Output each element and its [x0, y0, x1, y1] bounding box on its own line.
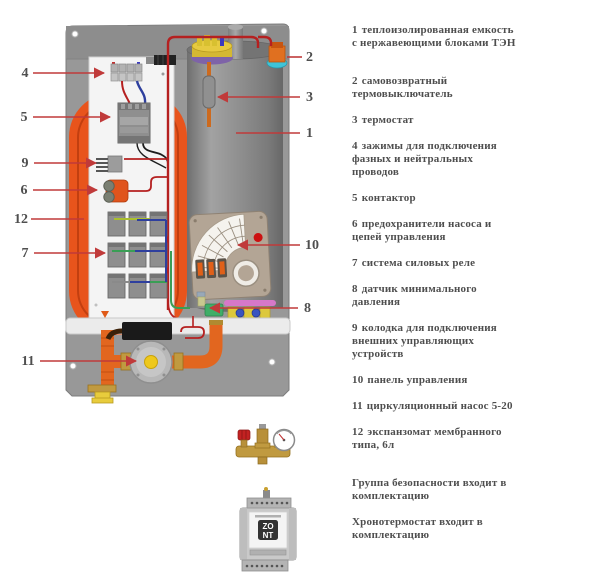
relay-grid	[107, 211, 190, 309]
legend-item-text: теплоизолированная емкость с нержавеющим…	[352, 24, 516, 49]
callout-number-3: 3	[306, 90, 313, 105]
legend-item-number: 1	[352, 24, 358, 36]
callout-number-1: 1	[306, 126, 313, 141]
fuse-holders	[103, 179, 129, 203]
callout-lines	[31, 56, 302, 367]
legend-item-number: 8	[352, 283, 358, 295]
legend-item-text: датчик минимального давления	[352, 283, 477, 308]
pump-motor	[105, 316, 205, 341]
legend-item-number: 9	[352, 322, 358, 334]
legend-item-number: 4	[352, 140, 358, 152]
pump-assembly	[87, 316, 223, 404]
rocker-switches[interactable]	[195, 258, 228, 279]
thermostat	[202, 62, 216, 127]
zont-logo: ZO NT	[258, 520, 278, 540]
callout-numbers: 4 5 9 6 12 7 11 2 3 1 10 8	[14, 50, 319, 369]
legend-note-safety-group: Группа безопасности входит в комплектаци…	[352, 477, 507, 502]
callout-number-4: 4	[22, 66, 29, 81]
legend-item-text: предохранители насоса и цепей управления	[352, 218, 492, 243]
min-pressure-sensor	[196, 291, 206, 307]
mounting-hole	[268, 358, 276, 366]
pressure-gauge	[272, 428, 296, 452]
mounting-hole	[71, 30, 79, 38]
legend-item-number: 3	[352, 114, 358, 126]
callout-number-7: 7	[22, 246, 29, 261]
legend-item-text: термостат	[361, 114, 414, 126]
mounting-hole	[260, 27, 268, 35]
legend-item-text: контактор	[361, 192, 416, 204]
callout-number-11: 11	[21, 354, 34, 369]
thermal-switch	[266, 42, 288, 69]
legend-item-text: колодка для подключения внешних управляю…	[352, 322, 497, 360]
boiler-diagram: 4 5 9 6 12 7 11 2 3 1 10 8	[14, 23, 319, 572]
chronothermostat-image: ZO NT	[239, 487, 297, 572]
legend-note-chronothermostat: Хронотермостат входит в комплектацию	[352, 516, 483, 541]
safety-group-image	[235, 424, 296, 465]
terminal-clamps	[110, 62, 143, 82]
legend-item-number: 2	[352, 75, 358, 87]
callout-number-2: 2	[306, 50, 313, 65]
legend-item-text: самовозвратный термовыключатель	[352, 75, 453, 100]
safety-valve	[237, 429, 251, 448]
heating-element-flange	[191, 35, 233, 65]
legend-item-number: 5	[352, 192, 358, 204]
legend-item-text: экспанзомат мембранного типа, 6л	[352, 426, 502, 451]
zont-logo-line2: NT	[263, 531, 274, 540]
legend-item-text: циркуляционный насос 5-20	[366, 400, 513, 412]
callout-number-9: 9	[22, 156, 29, 171]
callout-number-8: 8	[304, 301, 311, 316]
callout-number-12: 12	[14, 212, 28, 227]
indicator-led	[253, 233, 263, 243]
legend-item-text: панель управления	[367, 374, 468, 386]
legend-item-text: система силовых реле	[361, 257, 476, 269]
callout-number-6: 6	[21, 183, 28, 198]
return-pipe	[172, 322, 223, 369]
external-terminal-block	[96, 155, 123, 173]
legend-item-number: 11	[352, 400, 363, 412]
callout-number-10: 10	[305, 238, 319, 253]
legend-item-text: зажимы для подключения фазных и нейтраль…	[352, 140, 497, 178]
legend-item-number: 12	[352, 426, 364, 438]
contactor	[117, 102, 151, 144]
green-fitting	[204, 303, 224, 317]
legend-item-number: 7	[352, 257, 358, 269]
control-knob[interactable]	[232, 259, 260, 287]
control-panel	[188, 210, 272, 301]
air-vent	[254, 424, 271, 449]
zont-logo-line1: ZO	[262, 522, 273, 531]
legend-item-number: 10	[352, 374, 364, 386]
circulation-pump	[129, 340, 173, 384]
mounting-hole	[69, 362, 77, 370]
legend-item-number: 6	[352, 218, 358, 230]
magenta-pipe	[224, 300, 276, 306]
callout-number-5: 5	[21, 110, 28, 125]
